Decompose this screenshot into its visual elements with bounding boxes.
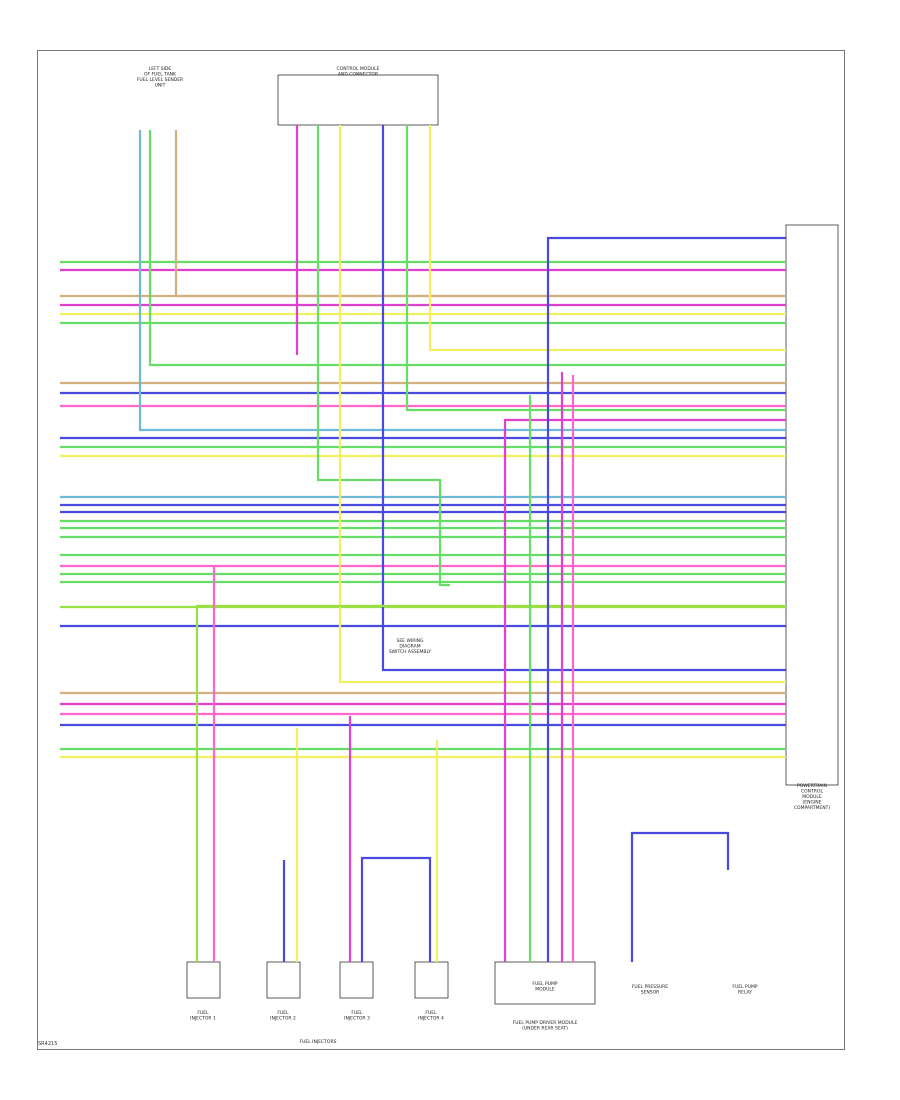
injector-3-box	[339, 961, 374, 999]
connector-wire	[316, 125, 450, 587]
sender-wire	[138, 130, 786, 432]
connector-wire	[381, 125, 786, 672]
figure-reference: SR4215	[38, 1041, 58, 1047]
injector-4-box	[414, 961, 449, 999]
fuel-injectors-label: FUEL INJECTORS	[300, 1039, 337, 1045]
injector-wire	[360, 856, 432, 962]
injector-1-box	[186, 961, 221, 999]
pump-wire	[503, 418, 786, 962]
sensor-wire	[630, 831, 730, 962]
sender-wire	[174, 130, 786, 298]
pcm-box	[785, 224, 839, 786]
diagram-frame	[37, 50, 845, 1050]
injector-2-box	[266, 961, 301, 999]
fuel-pump-driver-module-label: FUEL PUMP DRIVER MODULE(UNDER REAR SEAT)	[513, 1020, 578, 1032]
connector-wire	[338, 125, 786, 684]
fuel-pump-box	[494, 961, 596, 1005]
sender-wire	[148, 130, 786, 367]
pump-wire	[546, 236, 786, 962]
top-connector-box	[277, 74, 439, 126]
connector-wire	[405, 125, 786, 412]
injector-wire	[195, 604, 786, 962]
connector-wire	[428, 125, 786, 352]
